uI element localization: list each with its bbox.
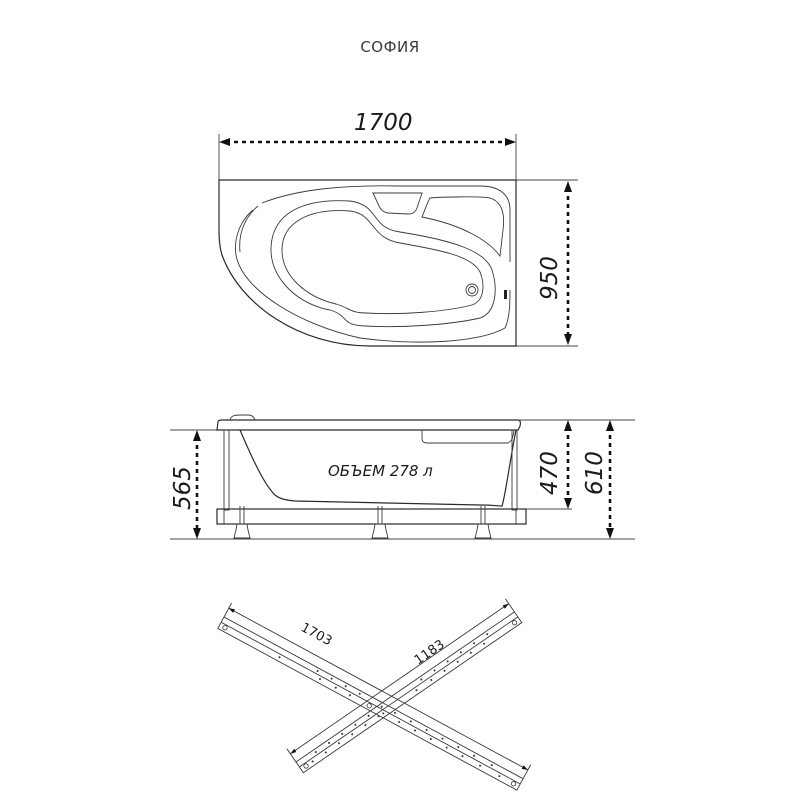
top-view: 1700 950 xyxy=(218,110,578,347)
foot xyxy=(233,506,251,539)
volume-label: ОБЪЕМ 278 л xyxy=(328,462,433,480)
arrow-up-icon xyxy=(564,181,572,192)
frame-view: 1703 1183 xyxy=(217,598,532,791)
foot xyxy=(474,506,492,539)
drain-icon xyxy=(465,283,479,297)
long-bar-length-label: 1703 xyxy=(298,620,334,649)
tub-depth-label: 470 xyxy=(537,451,563,495)
foot xyxy=(371,506,389,539)
depth-dimension-label: 950 xyxy=(537,256,563,300)
side-view: ОБЪЕМ 278 л 565 470 610 xyxy=(170,414,635,540)
arrow-left-icon xyxy=(219,138,230,146)
arrow-down-icon xyxy=(564,334,572,345)
arrow-right-icon xyxy=(505,138,516,146)
left-height-label: 565 xyxy=(170,466,196,510)
short-frame-bar xyxy=(286,598,523,774)
width-dimension-label: 1700 xyxy=(354,110,413,136)
total-height-label: 610 xyxy=(582,451,608,495)
long-frame-bar xyxy=(217,602,532,791)
product-title: СОФИЯ xyxy=(360,38,420,56)
short-bar-length-label: 1183 xyxy=(412,637,448,668)
